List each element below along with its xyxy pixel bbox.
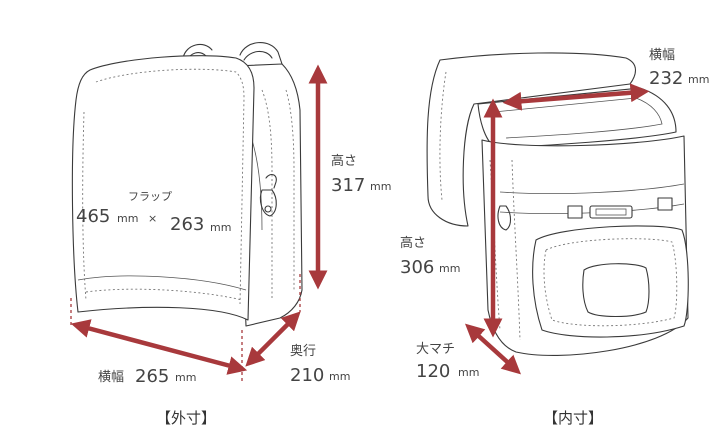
outer-caption: 【外寸】 — [156, 409, 216, 427]
flap-height-unit: mm — [210, 221, 231, 234]
inner-width-arrow — [502, 83, 650, 111]
outer-width-value: 265 — [135, 366, 169, 387]
outer-depth-value: 210 — [290, 365, 324, 386]
outer-width-label: 横幅 — [98, 370, 124, 385]
inner-caption: 【内寸】 — [543, 409, 603, 427]
outer-height-unit: mm — [370, 180, 391, 193]
inner-width-value: 232 — [649, 68, 683, 89]
flap-height-value: 263 — [170, 214, 204, 235]
inner-height-value: 306 — [400, 257, 434, 278]
inner-backpack-drawing — [426, 52, 689, 356]
outer-depth-unit: mm — [329, 370, 350, 383]
outer-height-value: 317 — [331, 175, 365, 196]
flap-label: フラップ — [128, 190, 172, 203]
flap-width-value: 465 — [76, 206, 110, 227]
inner-gusset-arrow — [464, 323, 522, 375]
outer-backpack-drawing — [71, 42, 303, 327]
inner-gusset-value: 120 — [416, 361, 450, 382]
inner-width-unit: mm — [688, 73, 709, 86]
inner-height-label: 高さ — [400, 235, 426, 251]
outer-width-arrow — [70, 319, 248, 375]
inner-gusset-unit: mm — [458, 366, 479, 379]
outer-depth-label: 奥行 — [290, 344, 316, 359]
outer-depth-arrow — [245, 311, 301, 367]
inner-height-unit: mm — [439, 262, 460, 275]
flap-width-unit: mm — [117, 212, 138, 225]
flap-times-sign: × — [148, 212, 157, 225]
inner-gusset-label: 大マチ — [416, 342, 455, 357]
inner-width-label: 横幅 — [649, 48, 675, 63]
outer-width-unit: mm — [175, 371, 196, 384]
outer-height-label: 高さ — [331, 153, 357, 169]
